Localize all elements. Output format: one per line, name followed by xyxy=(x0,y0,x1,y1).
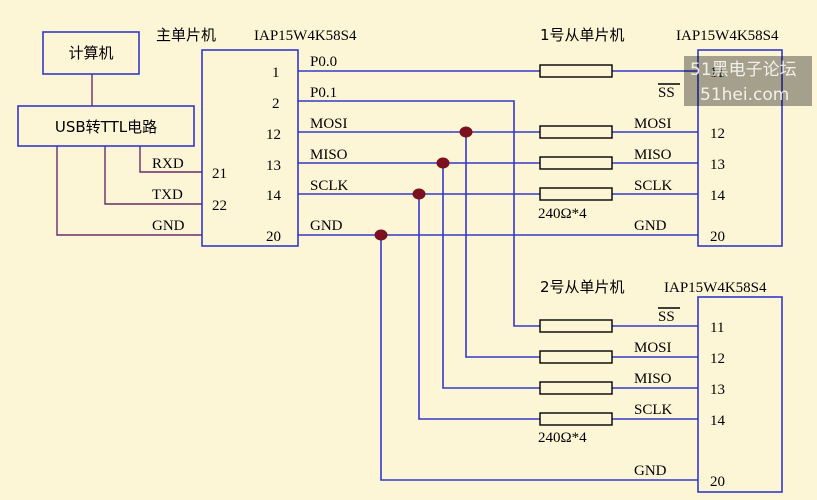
master-pin-label-miso: MISO xyxy=(310,147,348,163)
slave1-pin-label-ss: SS xyxy=(658,85,675,101)
master-chip: IAP15W4K58S4 xyxy=(254,28,357,44)
resistor xyxy=(539,350,613,364)
master-pin-num-14: 14 xyxy=(266,188,282,204)
slave2-pin-num-14: 14 xyxy=(710,413,726,429)
master-pin-num-22: 22 xyxy=(212,198,227,214)
wire-p01 xyxy=(298,100,540,327)
slave2-title: 2号从单片机 xyxy=(540,278,625,296)
master-pin-num-12: 12 xyxy=(266,127,281,143)
slave1-mcu-box xyxy=(697,49,783,247)
wire-mosi-branch xyxy=(465,132,540,358)
master-pin-label-rxd: RXD xyxy=(152,156,184,172)
master-pin-label-sclk: SCLK xyxy=(310,178,349,194)
master-pin-label-gnd-left: GND xyxy=(152,218,185,234)
slave1-pin-num-20: 20 xyxy=(710,229,725,245)
wire-miso-branch xyxy=(442,163,540,389)
resistor xyxy=(539,319,613,333)
wire-txd xyxy=(104,146,202,205)
slave1-chip: IAP15W4K58S4 xyxy=(676,28,779,44)
resistor-label-slave2: 240Ω*4 xyxy=(538,430,587,446)
resistor xyxy=(539,381,613,395)
resistors-slave1 xyxy=(539,64,613,201)
slave2-pin-num-11: 11 xyxy=(710,320,724,336)
resistors-slave2 xyxy=(539,319,613,426)
master-pin-num-21: 21 xyxy=(212,166,227,182)
slave2-pin-label-mosi: MOSI xyxy=(634,340,672,356)
resistor-label-slave1: 240Ω*4 xyxy=(538,206,587,222)
resistor xyxy=(539,412,613,426)
junctions xyxy=(374,126,473,241)
usb-ttl-label: USB转TTL电路 xyxy=(55,118,157,136)
master-pin-label-gnd: GND xyxy=(310,218,343,234)
wires xyxy=(56,70,698,481)
master-pin-num-1: 1 xyxy=(272,65,280,81)
computer-label: 计算机 xyxy=(68,44,113,62)
slave1-pin-num-13: 13 xyxy=(710,157,725,173)
junction-mosi xyxy=(459,126,473,138)
slave2-pin-label-sclk: SCLK xyxy=(634,402,673,418)
resistor xyxy=(539,64,613,78)
master-pin-label-txd: TXD xyxy=(152,187,183,203)
slave1-pin-num-14: 14 xyxy=(710,188,726,204)
watermark-line1: 51黑电子论坛 xyxy=(690,60,797,80)
wire-gnd-left xyxy=(56,146,202,236)
master-pin-label-p01: P0.1 xyxy=(310,85,337,101)
resistor xyxy=(539,156,613,170)
slave1-pin-num-12: 12 xyxy=(710,126,725,142)
wire-gnd-branch xyxy=(380,235,698,481)
master-title: 主单片机 xyxy=(156,26,216,44)
slave1-pin-label-miso: MISO xyxy=(634,147,672,163)
resistor xyxy=(539,125,613,139)
watermark-backdrop xyxy=(684,56,812,106)
slave1-pin-label-gnd: GND xyxy=(634,218,667,234)
slave1-pin-label-mosi: MOSI xyxy=(634,116,672,132)
junction-sclk xyxy=(412,188,426,200)
slave2-pin-num-13: 13 xyxy=(710,382,725,398)
slave2-pin-num-12: 12 xyxy=(710,351,725,367)
master-pin-num-2: 2 xyxy=(272,96,280,112)
resistor xyxy=(539,187,613,201)
master-mcu-box xyxy=(201,49,299,247)
master-pin-label-mosi: MOSI xyxy=(310,116,348,132)
slave2-pin-label-gnd: GND xyxy=(634,463,667,479)
slave2-pin-num-20: 20 xyxy=(710,474,725,490)
slave1-pin-num-11: 11 xyxy=(710,65,724,81)
computer-box xyxy=(42,31,140,75)
slave2-chip: IAP15W4K58S4 xyxy=(664,280,767,296)
watermark-line2: 51hei.com xyxy=(700,85,789,105)
slave1-title: 1号从单片机 xyxy=(540,26,625,44)
wire-rxd xyxy=(139,146,202,173)
master-pin-num-13: 13 xyxy=(266,158,281,174)
slave2-mcu-box xyxy=(697,296,783,493)
master-pin-label-p00: P0.0 xyxy=(310,54,337,70)
junction-miso xyxy=(436,157,450,169)
master-pin-num-20: 20 xyxy=(266,229,281,245)
wire-sclk-branch xyxy=(418,194,540,420)
slave2-pin-label-miso: MISO xyxy=(634,371,672,387)
usb-ttl-box xyxy=(17,105,195,147)
watermark: 51黑电子论坛 51hei.com xyxy=(684,56,812,106)
slave2-pin-label-ss: SS xyxy=(658,309,675,325)
slave1-pin-label-sclk: SCLK xyxy=(634,178,673,194)
junction-gnd xyxy=(374,229,388,241)
